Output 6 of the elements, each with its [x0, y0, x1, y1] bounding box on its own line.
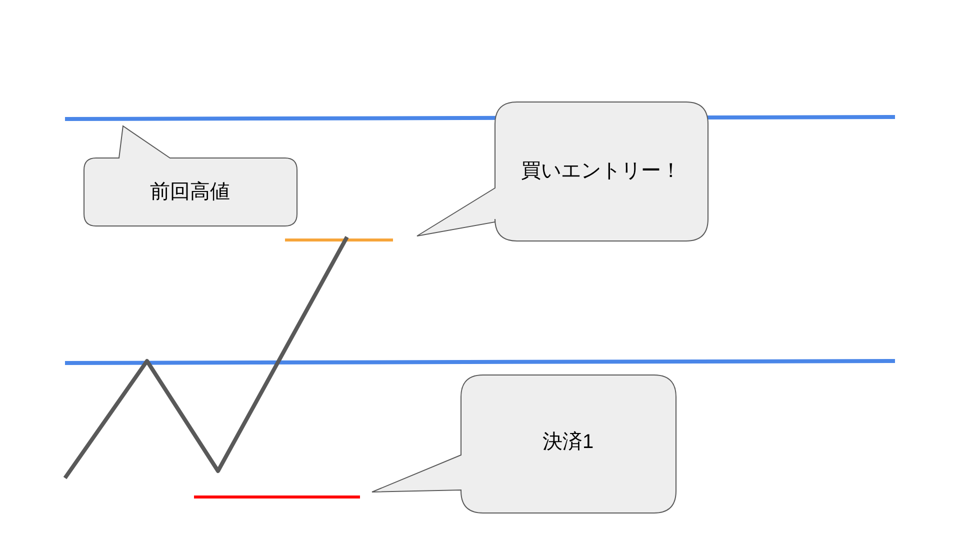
bubble-text: 決済1: [542, 430, 594, 454]
speech-bubble: [415, 101, 710, 243]
speech-bubble: [370, 374, 678, 515]
speech-bubble: [83, 124, 298, 227]
bubble-text: 買いエントリー！: [521, 159, 681, 183]
bubble-text: 前回高値: [150, 180, 230, 204]
